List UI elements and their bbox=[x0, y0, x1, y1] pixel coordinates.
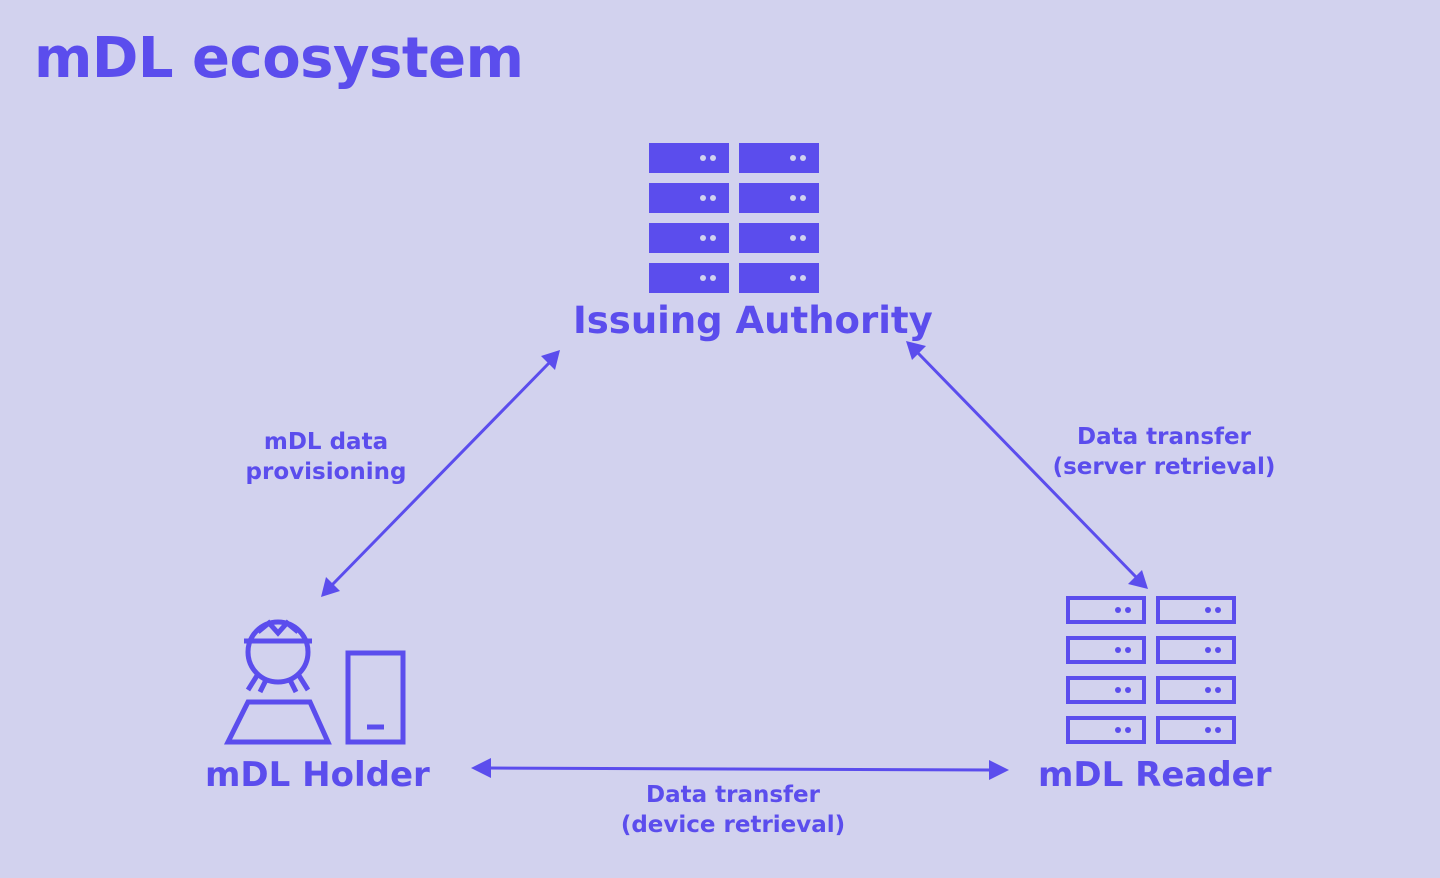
arrow-holder-issuer bbox=[321, 350, 560, 597]
device-retrieval-line2: (device retrieval) bbox=[620, 812, 846, 838]
provisioning-label: mDL data provisioning bbox=[236, 427, 416, 487]
device-icon bbox=[345, 650, 406, 745]
issuer-label: Issuing Authority bbox=[573, 299, 933, 342]
reader-label: mDL Reader bbox=[1038, 755, 1272, 795]
server-retrieval-line1: Data transfer bbox=[1076, 424, 1251, 450]
server-rack-filled-icon bbox=[649, 143, 819, 293]
person-with-device-icon bbox=[223, 619, 406, 745]
server-retrieval-label: Data transfer (server retrieval) bbox=[1052, 422, 1276, 482]
device-retrieval-label: Data transfer (device retrieval) bbox=[618, 780, 848, 840]
page-title: mDL ecosystem bbox=[34, 26, 524, 91]
server-rack-outline-icon bbox=[1066, 596, 1236, 744]
provisioning-line2: provisioning bbox=[245, 459, 407, 485]
arrow-issuer-reader bbox=[906, 341, 1148, 589]
provisioning-line1: mDL data bbox=[263, 429, 389, 455]
arrow-holder-reader bbox=[471, 758, 1009, 780]
device-retrieval-line1: Data transfer bbox=[645, 782, 820, 808]
server-retrieval-line2: (server retrieval) bbox=[1052, 454, 1276, 480]
holder-label: mDL Holder bbox=[205, 755, 430, 795]
person-icon bbox=[223, 619, 332, 745]
